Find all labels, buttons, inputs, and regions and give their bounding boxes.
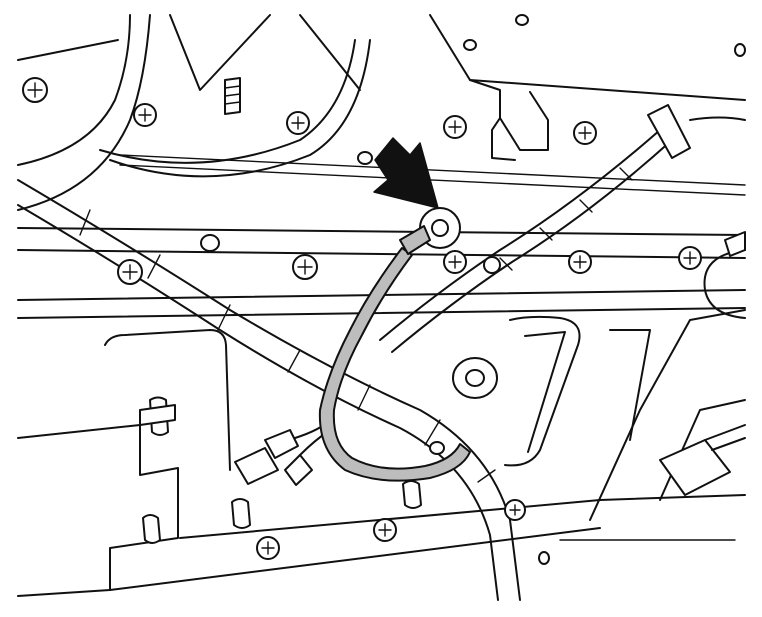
connector-right [659, 424, 746, 496]
torx-bolt-icon [443, 115, 467, 139]
torx-bolt-icon [286, 111, 310, 135]
connector-left [234, 419, 331, 485]
torx-bolt-icon [568, 250, 592, 274]
torx-bolt-icon [22, 77, 48, 103]
side-wire-loop [703, 231, 746, 319]
wire-harness-upper-left [17, 14, 371, 211]
fasteners [22, 14, 746, 565]
body-panel [17, 14, 746, 597]
torx-bolt-icon [573, 121, 597, 145]
diagonal-wire-harness [379, 104, 746, 353]
torx-bolt-icon [256, 536, 280, 560]
arrow-down-right-icon [373, 137, 439, 209]
torx-bolt-icon [678, 246, 702, 270]
torx-bolt-icon [504, 499, 526, 521]
wrapped-wire-harness [17, 179, 521, 601]
ground-strap [318, 207, 471, 482]
torx-bolt-icon [373, 518, 397, 542]
torx-bolt-icon [133, 103, 157, 127]
torx-bolt-icon [443, 250, 467, 274]
torx-bolt-icon [292, 254, 318, 280]
torx-bolt-icon [117, 259, 143, 285]
